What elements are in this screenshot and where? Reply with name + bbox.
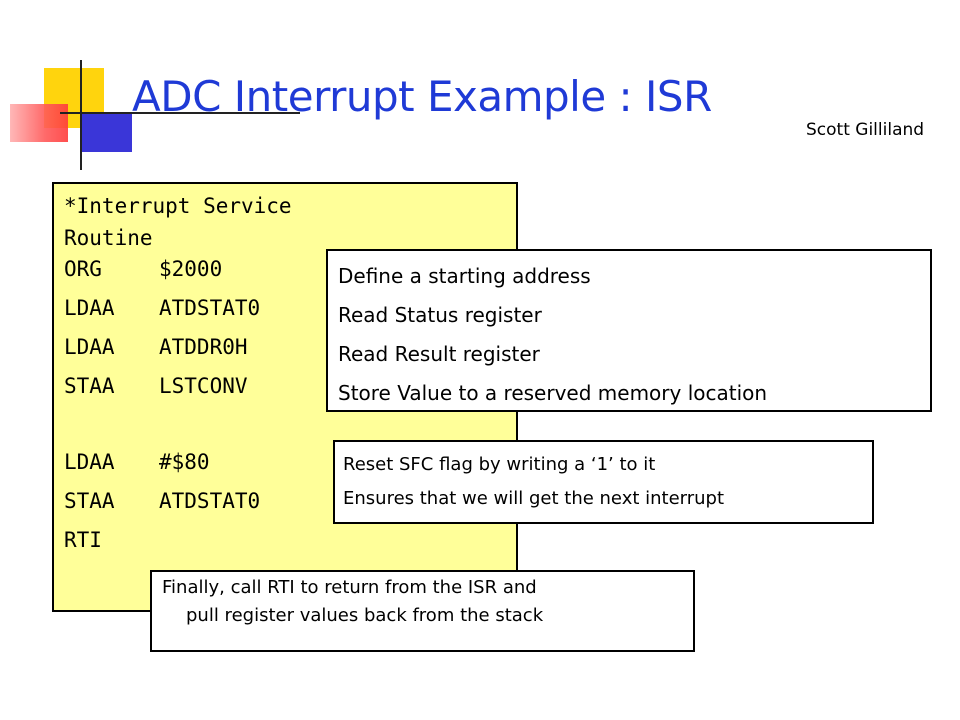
code-line-ldaa-immediate: LDAA #$80 — [64, 450, 210, 474]
decorative-vertical-line — [80, 60, 82, 170]
callout-line: Ensures that we will get the next interr… — [343, 488, 725, 509]
code-line-org: ORG $2000 — [64, 257, 222, 281]
slide-title: ADC Interrupt Example : ISR — [132, 72, 712, 121]
code-arg: LSTCONV — [159, 374, 248, 398]
callout-line: Finally, call RTI to return from the ISR… — [162, 577, 537, 598]
code-op: STAA — [64, 489, 115, 513]
callout-line: Read Result register — [338, 342, 540, 366]
code-op: LDAA — [64, 335, 115, 359]
code-line-rti: RTI — [64, 528, 159, 552]
decorative-blue-square — [80, 112, 132, 152]
code-line-staa-store: STAA LSTCONV — [64, 374, 248, 398]
code-arg: ATDDR0H — [159, 335, 248, 359]
code-op: ORG — [64, 257, 102, 281]
code-line-staa-reset: STAA ATDSTAT0 — [64, 489, 260, 513]
code-arg: #$80 — [159, 450, 210, 474]
code-arg: ATDSTAT0 — [159, 296, 261, 320]
callout-line: Read Status register — [338, 303, 542, 327]
callout-line: Define a starting address — [338, 264, 591, 288]
callout-read-store: Define a starting address Read Status re… — [326, 249, 932, 412]
decorative-horizontal-line — [60, 112, 300, 114]
code-comment: *Interrupt Service Routine — [64, 194, 292, 250]
callout-line: Reset SFC flag by writing a ‘1’ to it — [343, 454, 656, 475]
callout-line: pull register values back from the stack — [186, 605, 544, 626]
code-arg: ATDSTAT0 — [159, 489, 261, 513]
slide-author: Scott Gilliland — [806, 120, 925, 140]
code-op: STAA — [64, 374, 115, 398]
callout-reset-flag: Reset SFC flag by writing a ‘1’ to it En… — [333, 440, 874, 524]
decorative-red-square — [10, 104, 68, 142]
code-op: LDAA — [64, 450, 115, 474]
code-op: LDAA — [64, 296, 115, 320]
code-op: RTI — [64, 528, 102, 552]
callout-line: Store Value to a reserved memory locatio… — [338, 381, 768, 405]
code-line-ldaa-result: LDAA ATDDR0H — [64, 335, 248, 359]
callout-return: Finally, call RTI to return from the ISR… — [150, 570, 695, 652]
code-arg: $2000 — [159, 257, 223, 281]
code-line-ldaa-status: LDAA ATDSTAT0 — [64, 296, 260, 320]
